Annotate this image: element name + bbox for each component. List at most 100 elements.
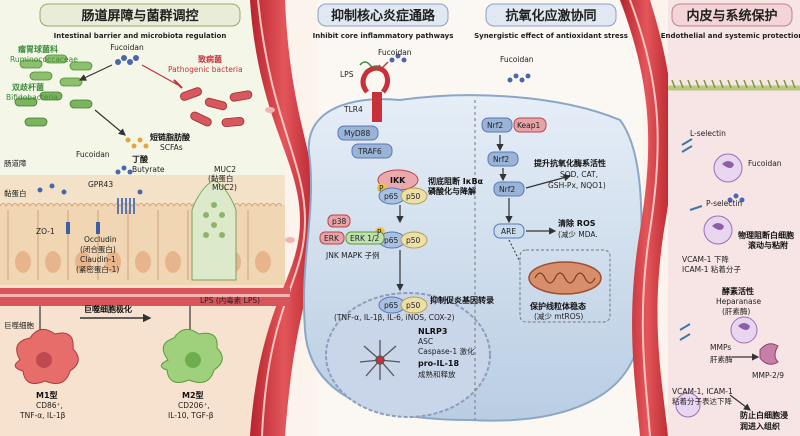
myd88-label: MyD88 [344,129,370,138]
p2-fucoidan: Fucoidan [378,48,412,57]
mmp29-label: MMP-2/9 [752,371,784,380]
ros-b: (减少 MDA. [558,229,598,239]
pselectin-label: P-selectin [706,199,742,208]
scfa-cn: 短链脂肪酸 [150,132,191,142]
selectin-receptors [679,138,703,341]
fucoidan-dots-3 [727,193,745,203]
m2-title: M2型 [182,390,204,400]
epithelium [0,203,285,285]
panel4-subtitle: Endothelial and systemic protection [661,32,800,40]
mature-label: 成熟和释放 [418,369,456,379]
gpr43-receptor [117,198,135,214]
muc2-c: MUC2) [212,183,237,192]
panel3-title: 抗氧化应激协同 [505,8,596,24]
caspase-label: Caspase-1 激化 [418,346,475,356]
panel1-title-bg [39,3,241,27]
m1-a: CD86⁺, [36,401,63,410]
leukocyte-4 [675,392,701,418]
ikb-a: 彻底阻断 IκBα [427,176,484,186]
barrier-label: 肠道障 [4,158,27,168]
bottom-a: VCAM-1, ICAM-1 [672,387,733,396]
tight-junction [66,222,100,234]
vcam-b: ICAM-1 粘着分子 [682,264,741,274]
panel1-subtitle: Intestinal barrier and microbiota regula… [54,32,227,40]
polarization-label: 巨噬细胞极化 [84,304,132,314]
mito-a: 保护线粒体稳态 [529,301,586,311]
scfa-dots [125,137,149,149]
myd88-node [337,125,379,141]
claudin-label: Claudin-1 [80,255,116,264]
occludin-cn: (闭合蛋白) [80,244,116,254]
lps-label: LPS (内毒素 LPS) [200,295,260,305]
gpr43-label: GPR43 [88,180,113,189]
rumino-cn: 瘤胃球菌科 [18,44,58,54]
erk-label: ERK [324,234,340,243]
panel2-title-bg [317,3,449,27]
p3-fucoidan: Fucoidan [500,55,534,64]
nrf2-node [481,117,513,133]
transcription-label: 抑制促炎基因转录 [430,295,494,305]
mucus-layer [0,175,285,205]
final-b: 润进入组织 [740,421,780,431]
are-node [493,223,525,239]
arrow-inhibit [141,64,179,86]
lps-molecule [359,61,381,69]
enzyme-b: SOD, CAT, [560,170,598,179]
p1-fucoidan-mid: Fucoidan [76,150,110,159]
erk-node [319,231,345,245]
erk12-label: ERK 1/2 [350,234,380,243]
nrf2-label-3: Nrf2 [499,185,515,194]
bifido-en: Bifidobacteria [6,93,58,102]
rumino-en: Ruminococcaceae [10,55,78,64]
enzyme-title: 酵素活性 [722,286,754,296]
occludin-label: Occludin [84,235,117,244]
panel2-title: 抑制核心炎症通路 [331,8,436,24]
keap1-node [513,117,547,133]
muc2-a: MUC2 [214,165,236,174]
leukocyte-3 [730,316,758,344]
p50-node [400,187,428,205]
p50-label-3: p50 [406,301,421,310]
blood-vessel-left [250,0,318,436]
p65-label-3: p65 [384,301,399,310]
heparanase-cn: (肝素酶) [722,306,750,316]
bacteria-rumino [19,54,93,87]
jnk-label: JNK MAPK 子例 [325,250,380,260]
ikk-label: IKK [390,176,406,185]
panel3-title-bg [485,3,617,27]
scfa-en: SCFAs [160,143,183,152]
panel1-title: 肠道屏障与菌群调控 [81,8,198,24]
tlr4-label: TLR4 [343,105,363,114]
proil18-label: pro-IL-18 [418,359,459,368]
lselectin-label: L-selectin [690,129,726,138]
final-a: 防止白细胞浸 [740,410,788,420]
bacteria-pathogenic [180,87,253,128]
nucleus [325,292,491,418]
fucoidan-dots-2 [389,53,531,83]
asc-label: ASC [418,337,433,346]
ikb-b: 磷酸化与降解 [428,186,476,196]
p65-label-2: p65 [384,236,399,245]
macrophage-label: 巨噬细胞 [4,320,34,330]
p4-fucoidan: Fucoidan [748,159,782,168]
inhibit-lps [379,61,389,71]
blood-vessel-right [620,0,674,436]
inflammasome [359,340,401,380]
p38-node [327,214,351,228]
panel4-title-bg [671,3,793,27]
block-a: 物理阻断白细胞 [738,230,794,240]
p1-fucoidan-top: Fucoidan [110,43,144,52]
inhibit-bar [173,79,183,89]
mmp-icon [759,343,779,365]
goblet-cell [191,179,237,281]
m1-macrophage [14,328,79,384]
p50-node-2 [400,231,428,249]
arrow-scfa [94,109,126,136]
mitochondrion [528,261,602,295]
butyrate-en: Butyrate [132,165,165,174]
p65-label-1: p65 [384,192,399,201]
fucoidan-dots [37,55,143,195]
claudin-cn: (紧密蛋白-1) [76,264,119,274]
p50-node-3 [400,296,428,314]
arrow-promote [78,64,113,81]
